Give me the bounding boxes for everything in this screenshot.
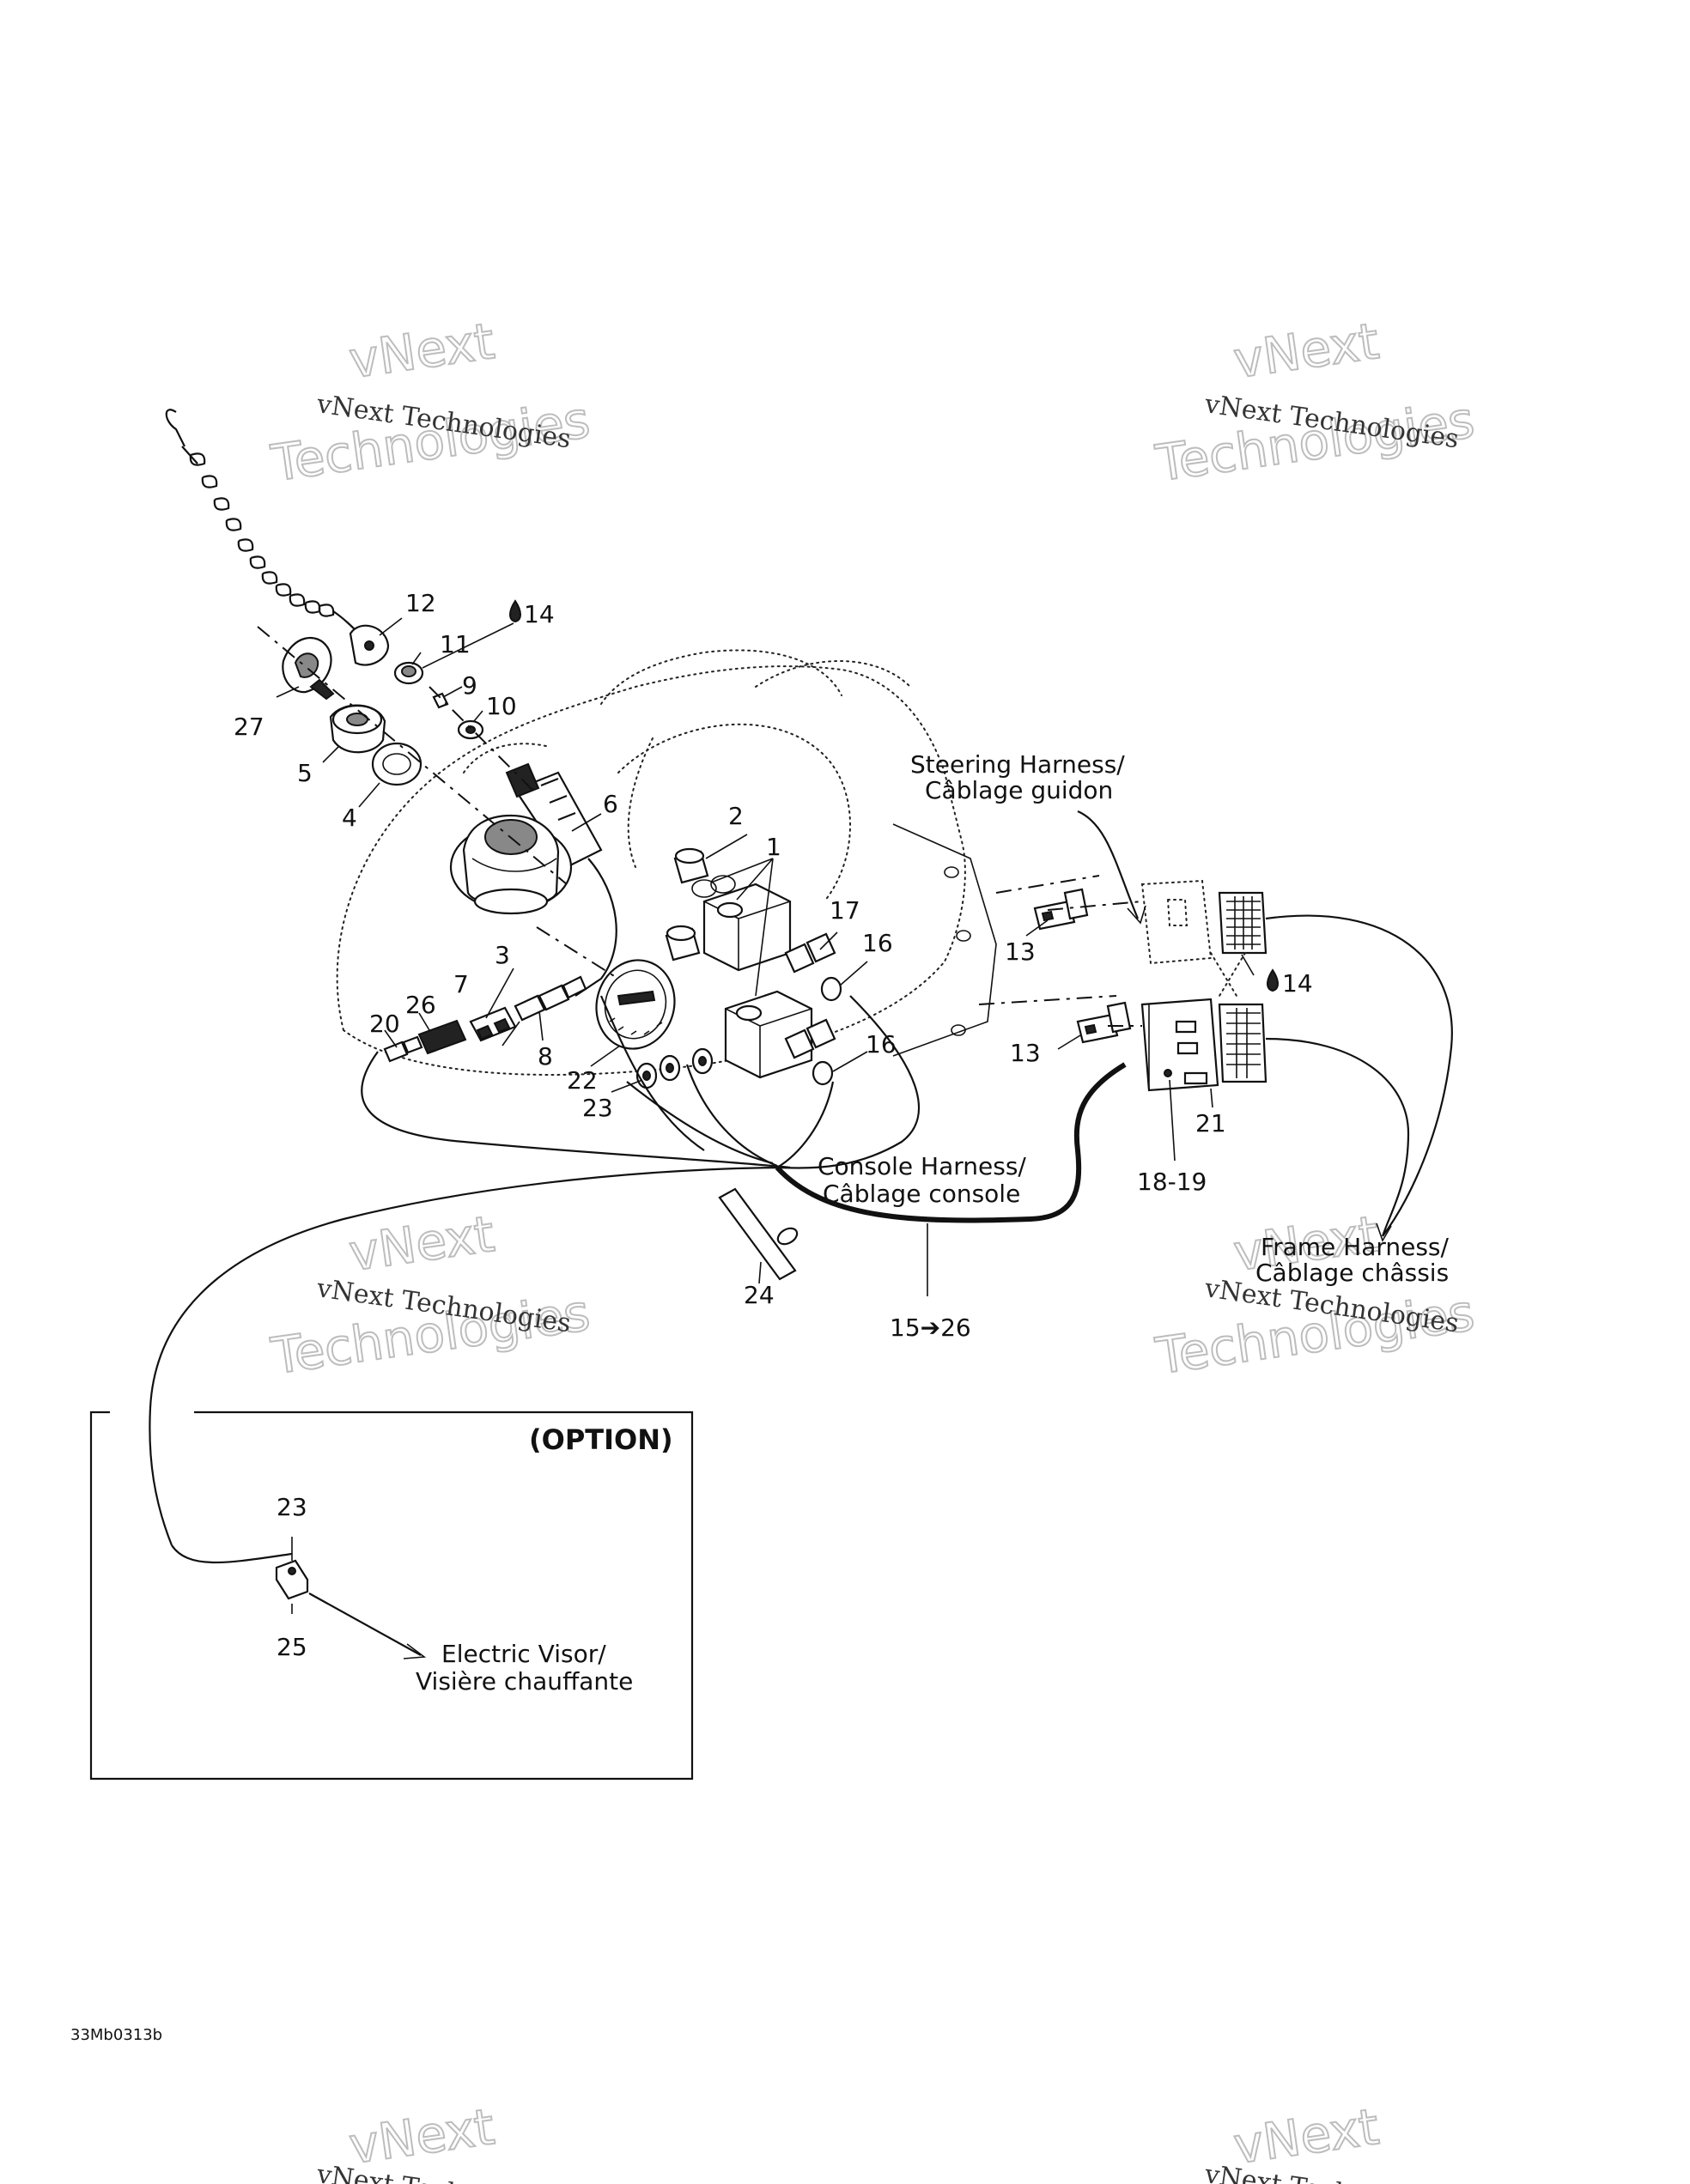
callout-13: 13 — [1010, 1039, 1041, 1067]
callout-13: 13 — [1005, 937, 1036, 966]
mounting-bracket — [892, 823, 1117, 1057]
relay-box-part-21 — [1140, 998, 1268, 1092]
figure-reference: 33Mb0313b — [70, 2026, 162, 2044]
callout-8: 8 — [538, 1042, 553, 1071]
assembly-lines — [257, 626, 1143, 1027]
post-part-11 — [393, 661, 424, 685]
option-label: (OPTION) — [529, 1423, 673, 1456]
connector-part-17 — [784, 932, 836, 1059]
console-outline — [336, 649, 966, 1076]
callout-11: 11 — [440, 630, 471, 658]
watermark-vnext: vNext — [1230, 2097, 1382, 2175]
drop-icon — [509, 599, 521, 623]
knob-part-2 — [665, 847, 709, 962]
connector-part-20 — [383, 1035, 423, 1063]
watermark-top-right: vNext Technologies vNext Technologies — [1151, 311, 1478, 494]
callout-16: 16 — [862, 929, 893, 957]
watermark-mid-right: vNext Technologies vNext Technologies — [1151, 1204, 1478, 1386]
frame-harness-label: Frame Harness/ — [1261, 1233, 1450, 1261]
tether-cap-part-12 — [349, 624, 390, 666]
watermark-vnext: vNext — [345, 312, 497, 390]
callout-26: 26 — [405, 991, 436, 1019]
callout-9: 9 — [462, 671, 477, 700]
steering-harness-label-fr: Câblage guidon — [925, 776, 1113, 804]
bulb-part-23 — [635, 1047, 714, 1089]
callout-17: 17 — [830, 896, 860, 925]
callout-14: 14 — [524, 600, 555, 628]
option-box: (OPTION) 23 25 Electric Visor/ Visière c… — [89, 1410, 694, 1781]
bulb-part-16 — [812, 976, 842, 1086]
terminal-part-8 — [514, 975, 587, 1022]
console-harness-label-fr: Câblage console — [823, 1180, 1020, 1208]
watermark-bottom-right: vNext vNext Technologies — [1202, 2096, 1461, 2184]
callout-25: 25 — [277, 1633, 307, 1661]
callout-1: 1 — [766, 833, 781, 861]
callout-23: 23 — [582, 1094, 613, 1122]
callout-6: 6 — [603, 790, 618, 818]
watermark-mid-left: vNext Technologies vNext Technologies — [266, 1204, 593, 1386]
connector-part-26 — [417, 1019, 467, 1055]
steering-connector-block — [1140, 879, 1268, 965]
watermark-vnext: vNext — [1230, 312, 1382, 390]
electric-visor-label: Electric Visor/ — [441, 1640, 606, 1668]
drop-icon — [1267, 968, 1279, 992]
callout-range: 15➔26 — [890, 1313, 971, 1342]
callout-7: 7 — [453, 970, 469, 998]
callouts: 12 14 11 9 10 27 5 4 6 2 1 17 16 16 13 1… — [234, 589, 1313, 1342]
callout-18-19: 18-19 — [1137, 1168, 1207, 1196]
callout-12: 12 — [405, 589, 436, 617]
callout-4: 4 — [342, 804, 357, 832]
callout-20: 20 — [369, 1010, 400, 1038]
callout-5: 5 — [297, 759, 313, 787]
callout-23: 23 — [277, 1493, 307, 1521]
watermark-vnext: vNext — [345, 1204, 497, 1283]
callout-16: 16 — [866, 1030, 897, 1059]
sleeve-part-24 — [718, 1187, 799, 1281]
connector-part-13 — [1033, 888, 1132, 1044]
electric-visor-label-fr: Visière chauffante — [416, 1667, 633, 1696]
tether-cord — [165, 409, 362, 636]
callout-14: 14 — [1282, 969, 1313, 998]
steering-harness-label: Steering Harness/ — [910, 750, 1125, 779]
watermark-bottom-left: vNext vNext Technologies — [314, 2096, 573, 2184]
watermark-top-left: vNext Technologies vNext Technologies — [266, 311, 593, 494]
connector-part-7 — [469, 1006, 517, 1042]
frame-harness-label-fr: Câblage châssis — [1255, 1259, 1449, 1287]
callout-24: 24 — [744, 1281, 775, 1309]
callout-3: 3 — [495, 941, 510, 969]
switch-body-part-1 — [691, 875, 813, 1079]
wiring — [149, 810, 1453, 1564]
captions: Steering Harness/ Câblage guidon Console… — [818, 750, 1450, 1287]
callout-22: 22 — [567, 1066, 598, 1095]
callout-21: 21 — [1195, 1109, 1226, 1138]
callout-27: 27 — [234, 713, 264, 741]
console-harness-label: Console Harness/ — [818, 1152, 1026, 1180]
watermark-vnext: vNext — [345, 2097, 497, 2175]
ring-nut-part-4 — [371, 742, 422, 786]
switch-cap-part-5 — [329, 704, 386, 754]
callout-10: 10 — [486, 692, 517, 720]
callout-2: 2 — [728, 802, 744, 830]
leader-lines — [276, 617, 1255, 1296]
